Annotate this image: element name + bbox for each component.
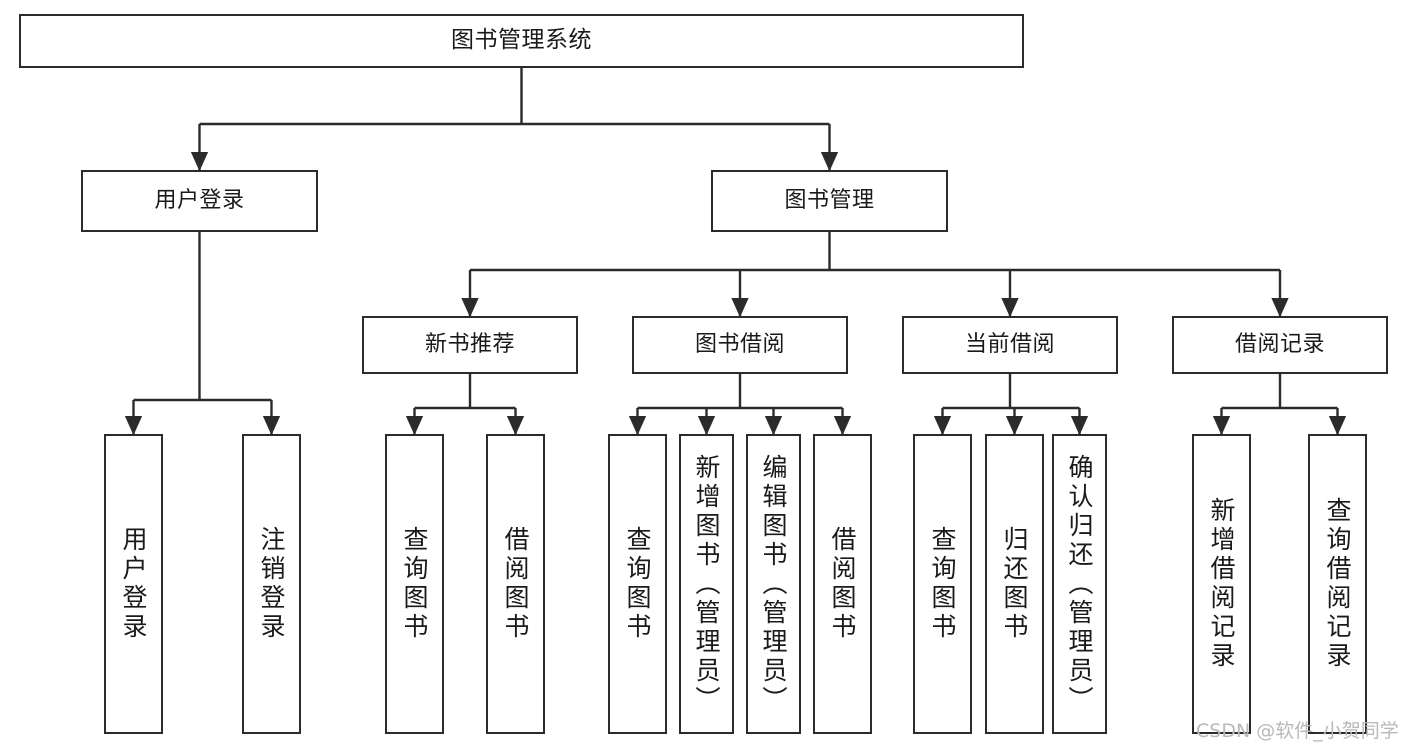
leaf-logout-label: 注销登录 — [257, 526, 286, 642]
leaf-add-loan-record-label: 新增借阅记录 — [1207, 497, 1236, 671]
leaf-logout[interactable]: 注销登录 — [242, 434, 301, 734]
leaf-query-loan-record[interactable]: 查询借阅记录 — [1308, 434, 1367, 734]
leaf-confirm-return[interactable]: 确认归还（管理员） — [1052, 434, 1107, 734]
leaf-query-loan-record-label: 查询借阅记录 — [1323, 497, 1352, 671]
node-book-borrowing[interactable]: 图书借阅 — [632, 316, 848, 374]
leaf-add-book-label: 新增图书（管理员） — [692, 453, 721, 715]
node-current-loans[interactable]: 当前借阅 — [902, 316, 1118, 374]
leaf-query-book-3-label: 查询图书 — [928, 526, 957, 642]
leaf-user-login[interactable]: 用户登录 — [104, 434, 163, 734]
leaf-borrow-book-2-label: 借阅图书 — [828, 526, 857, 642]
node-user-login-label: 用户登录 — [154, 188, 245, 214]
leaf-return-book-label: 归还图书 — [1000, 526, 1029, 642]
watermark: CSDN @软件_小贺同学 — [1196, 720, 1399, 742]
node-book-borrowing-label: 图书借阅 — [694, 332, 785, 358]
node-root[interactable]: 图书管理系统 — [19, 14, 1024, 68]
leaf-query-book-2-label: 查询图书 — [623, 526, 652, 642]
leaf-query-book-1-label: 查询图书 — [400, 526, 429, 642]
node-book-management[interactable]: 图书管理 — [711, 170, 948, 232]
node-user-login[interactable]: 用户登录 — [81, 170, 318, 232]
leaf-return-book[interactable]: 归还图书 — [985, 434, 1044, 734]
node-loan-records[interactable]: 借阅记录 — [1172, 316, 1388, 374]
leaf-query-book-2[interactable]: 查询图书 — [608, 434, 667, 734]
node-book-management-label: 图书管理 — [784, 188, 875, 214]
node-current-loans-label: 当前借阅 — [964, 332, 1055, 358]
node-root-label: 图书管理系统 — [451, 27, 592, 54]
leaf-add-loan-record[interactable]: 新增借阅记录 — [1192, 434, 1251, 734]
leaf-borrow-book-1[interactable]: 借阅图书 — [486, 434, 545, 734]
leaf-query-book-3[interactable]: 查询图书 — [913, 434, 972, 734]
node-new-book-recommendation[interactable]: 新书推荐 — [362, 316, 578, 374]
leaf-borrow-book-1-label: 借阅图书 — [501, 526, 530, 642]
leaf-edit-book[interactable]: 编辑图书（管理员） — [746, 434, 801, 734]
node-loan-records-label: 借阅记录 — [1234, 332, 1325, 358]
leaf-confirm-return-label: 确认归还（管理员） — [1065, 453, 1094, 715]
leaf-add-book[interactable]: 新增图书（管理员） — [679, 434, 734, 734]
leaf-user-login-label: 用户登录 — [119, 526, 148, 642]
leaf-edit-book-label: 编辑图书（管理员） — [759, 453, 788, 715]
leaf-borrow-book-2[interactable]: 借阅图书 — [813, 434, 872, 734]
leaf-query-book-1[interactable]: 查询图书 — [385, 434, 444, 734]
node-new-book-recommendation-label: 新书推荐 — [424, 332, 515, 358]
